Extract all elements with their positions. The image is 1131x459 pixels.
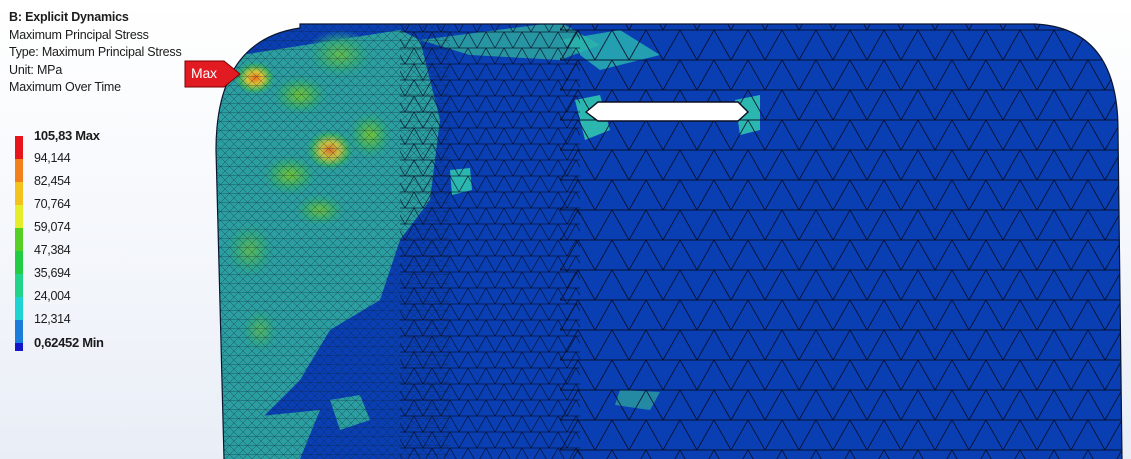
analysis-title: B: Explicit Dynamics [9,10,129,24]
legend-label: 105,83 Max [34,128,100,143]
result-type: Type: Maximum Principal Stress [9,45,182,59]
max-probe-label[interactable]: Max [184,59,244,89]
legend-label: 12,314 [34,312,71,326]
legend-swatch [15,228,23,251]
legend-label: 24,004 [34,289,71,303]
legend-label: 70,764 [34,197,71,211]
legend-swatch [15,205,23,228]
stress-contour [216,24,1122,459]
slot-hole [584,101,750,122]
legend-swatch [15,136,23,159]
legend-swatch [15,343,23,351]
result-time: Maximum Over Time [9,80,121,94]
result-unit: Unit: MPa [9,62,63,77]
legend-label: 59,074 [34,220,71,234]
legend-label: 82,454 [34,174,71,188]
legend-swatch [15,251,23,274]
legend-label: 94,144 [34,151,71,165]
legend-swatch [15,159,23,182]
legend-label: 0,62452 Min [34,335,104,350]
model-outline [215,23,1123,459]
legend-label: 47,384 [34,243,71,257]
legend-swatch [15,297,23,320]
result-name: Maximum Principal Stress [9,27,149,42]
legend-label: 35,694 [34,266,71,280]
legend-swatch [15,274,23,297]
result-info: B: Explicit Dynamics Maximum Principal S… [9,9,182,97]
max-probe-flag [184,60,241,88]
max-probe-text: Max [191,65,217,81]
legend-swatch [15,320,23,343]
legend-swatch [15,182,23,205]
